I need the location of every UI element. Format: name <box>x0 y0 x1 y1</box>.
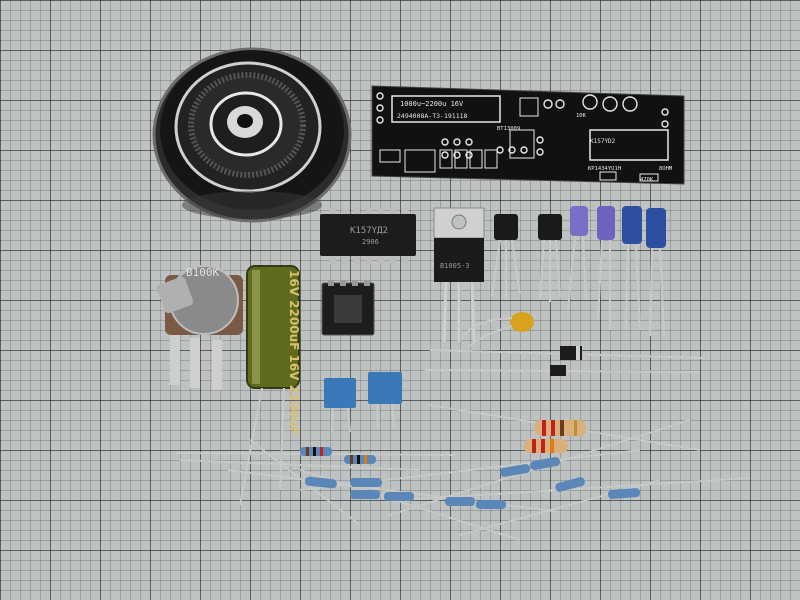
pcb-text-r1: 10K <box>576 113 587 119</box>
dip14-chip: K157YД2 2906 <box>320 208 416 264</box>
transistor-1 <box>491 214 521 300</box>
pcb-text-speaker: 8OHM <box>659 166 673 172</box>
dip8-socket <box>321 280 375 336</box>
resistor-color-bands <box>306 420 577 464</box>
pcb-text-amp: BT13009 <box>497 126 520 132</box>
electrolytic-cap-large: 16V 2200uF 16V 2200uF <box>239 265 301 506</box>
electrolytic-cap-blue-2 <box>646 208 666 337</box>
pcb-text-caps: 1000u~2200u 16V <box>400 100 464 108</box>
pcb-board: 1000u~2200u 16V 2494008A-T3-191118 K157Y… <box>371 85 685 185</box>
resistors <box>174 404 751 541</box>
to220-label: B1005-3 <box>440 262 470 270</box>
dip14-label: K157YД2 <box>350 226 388 236</box>
potentiometer-label: B100K <box>186 266 219 279</box>
speaker <box>152 47 352 223</box>
film-capacitor-1 <box>324 378 356 433</box>
film-capacitor-2 <box>368 372 402 429</box>
transistor-2 <box>538 214 562 302</box>
potentiometer: B100K <box>156 265 243 390</box>
pcb-text-ic1: K157YD2 <box>590 138 616 145</box>
pcb-text-r2: 470K <box>640 177 654 183</box>
electrolytic-cap-purple-1 <box>567 206 588 311</box>
diode-1 <box>429 346 706 360</box>
ceramic-capacitor <box>461 312 534 347</box>
electrolytic-cap-purple-2 <box>597 206 615 330</box>
pcb-text-code: 2494008A-T3-191118 <box>397 112 468 120</box>
electrolytic-cap-large-label: 16V 2200uF 16V 2200uF <box>287 270 301 435</box>
to220-regulator: B1005-3 <box>433 207 485 343</box>
electrolytic-cap-blue-1 <box>622 206 642 331</box>
pcb-text-ic2: KP1434YU1H <box>588 166 621 172</box>
diode-2 <box>424 365 701 376</box>
dip14-code: 2906 <box>362 238 379 246</box>
